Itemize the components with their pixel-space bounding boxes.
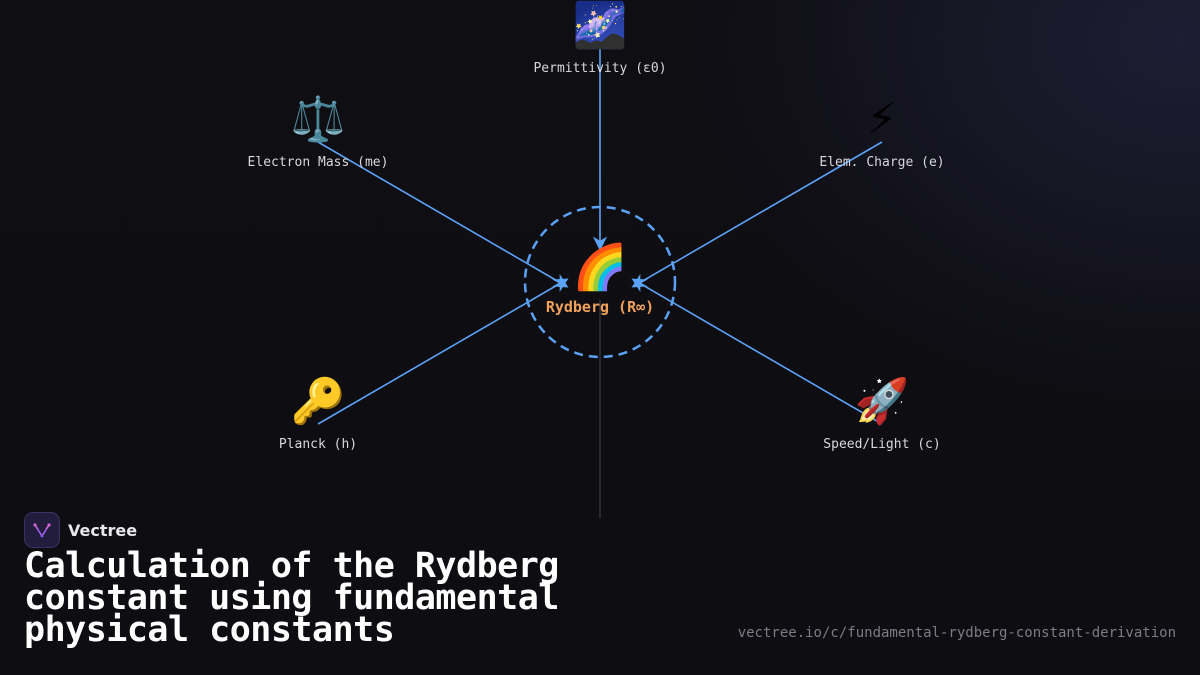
center-ring bbox=[523, 205, 677, 359]
rocket-icon: 🚀 bbox=[855, 376, 910, 427]
key-icon: 🔑 bbox=[291, 374, 346, 427]
node-label-planck: Planck (h) bbox=[279, 437, 357, 452]
node-label-speed-light: Speed/Light (c) bbox=[823, 437, 940, 452]
rainbow-icon: 🌈 bbox=[573, 240, 628, 293]
page-title: Calculation of the Rydberg constant usin… bbox=[24, 546, 559, 650]
edge-speed-light bbox=[631, 278, 883, 425]
node-label-elem-charge: Elem. Charge (e) bbox=[819, 155, 944, 170]
center-node-label: Rydberg (R∞) bbox=[546, 298, 654, 316]
node-label-permittivity: Permittivity (ε0) bbox=[533, 61, 666, 76]
vectree-logo-icon bbox=[24, 512, 60, 548]
edge-elem-charge bbox=[631, 141, 883, 288]
source-url[interactable]: vectree.io/c/fundamental-rydberg-constan… bbox=[737, 625, 1176, 641]
brand-name: Vectree bbox=[68, 520, 138, 540]
milky-way-icon: 🌌 bbox=[573, 0, 628, 51]
edge-electron-mass bbox=[317, 141, 569, 288]
lightning-icon: ⚡ bbox=[867, 94, 898, 145]
brand: Vectree bbox=[24, 512, 137, 548]
balance-scale-icon: ⚖️ bbox=[291, 94, 346, 145]
node-label-electron-mass: Electron Mass (me) bbox=[248, 155, 389, 170]
edge-planck bbox=[317, 278, 569, 425]
